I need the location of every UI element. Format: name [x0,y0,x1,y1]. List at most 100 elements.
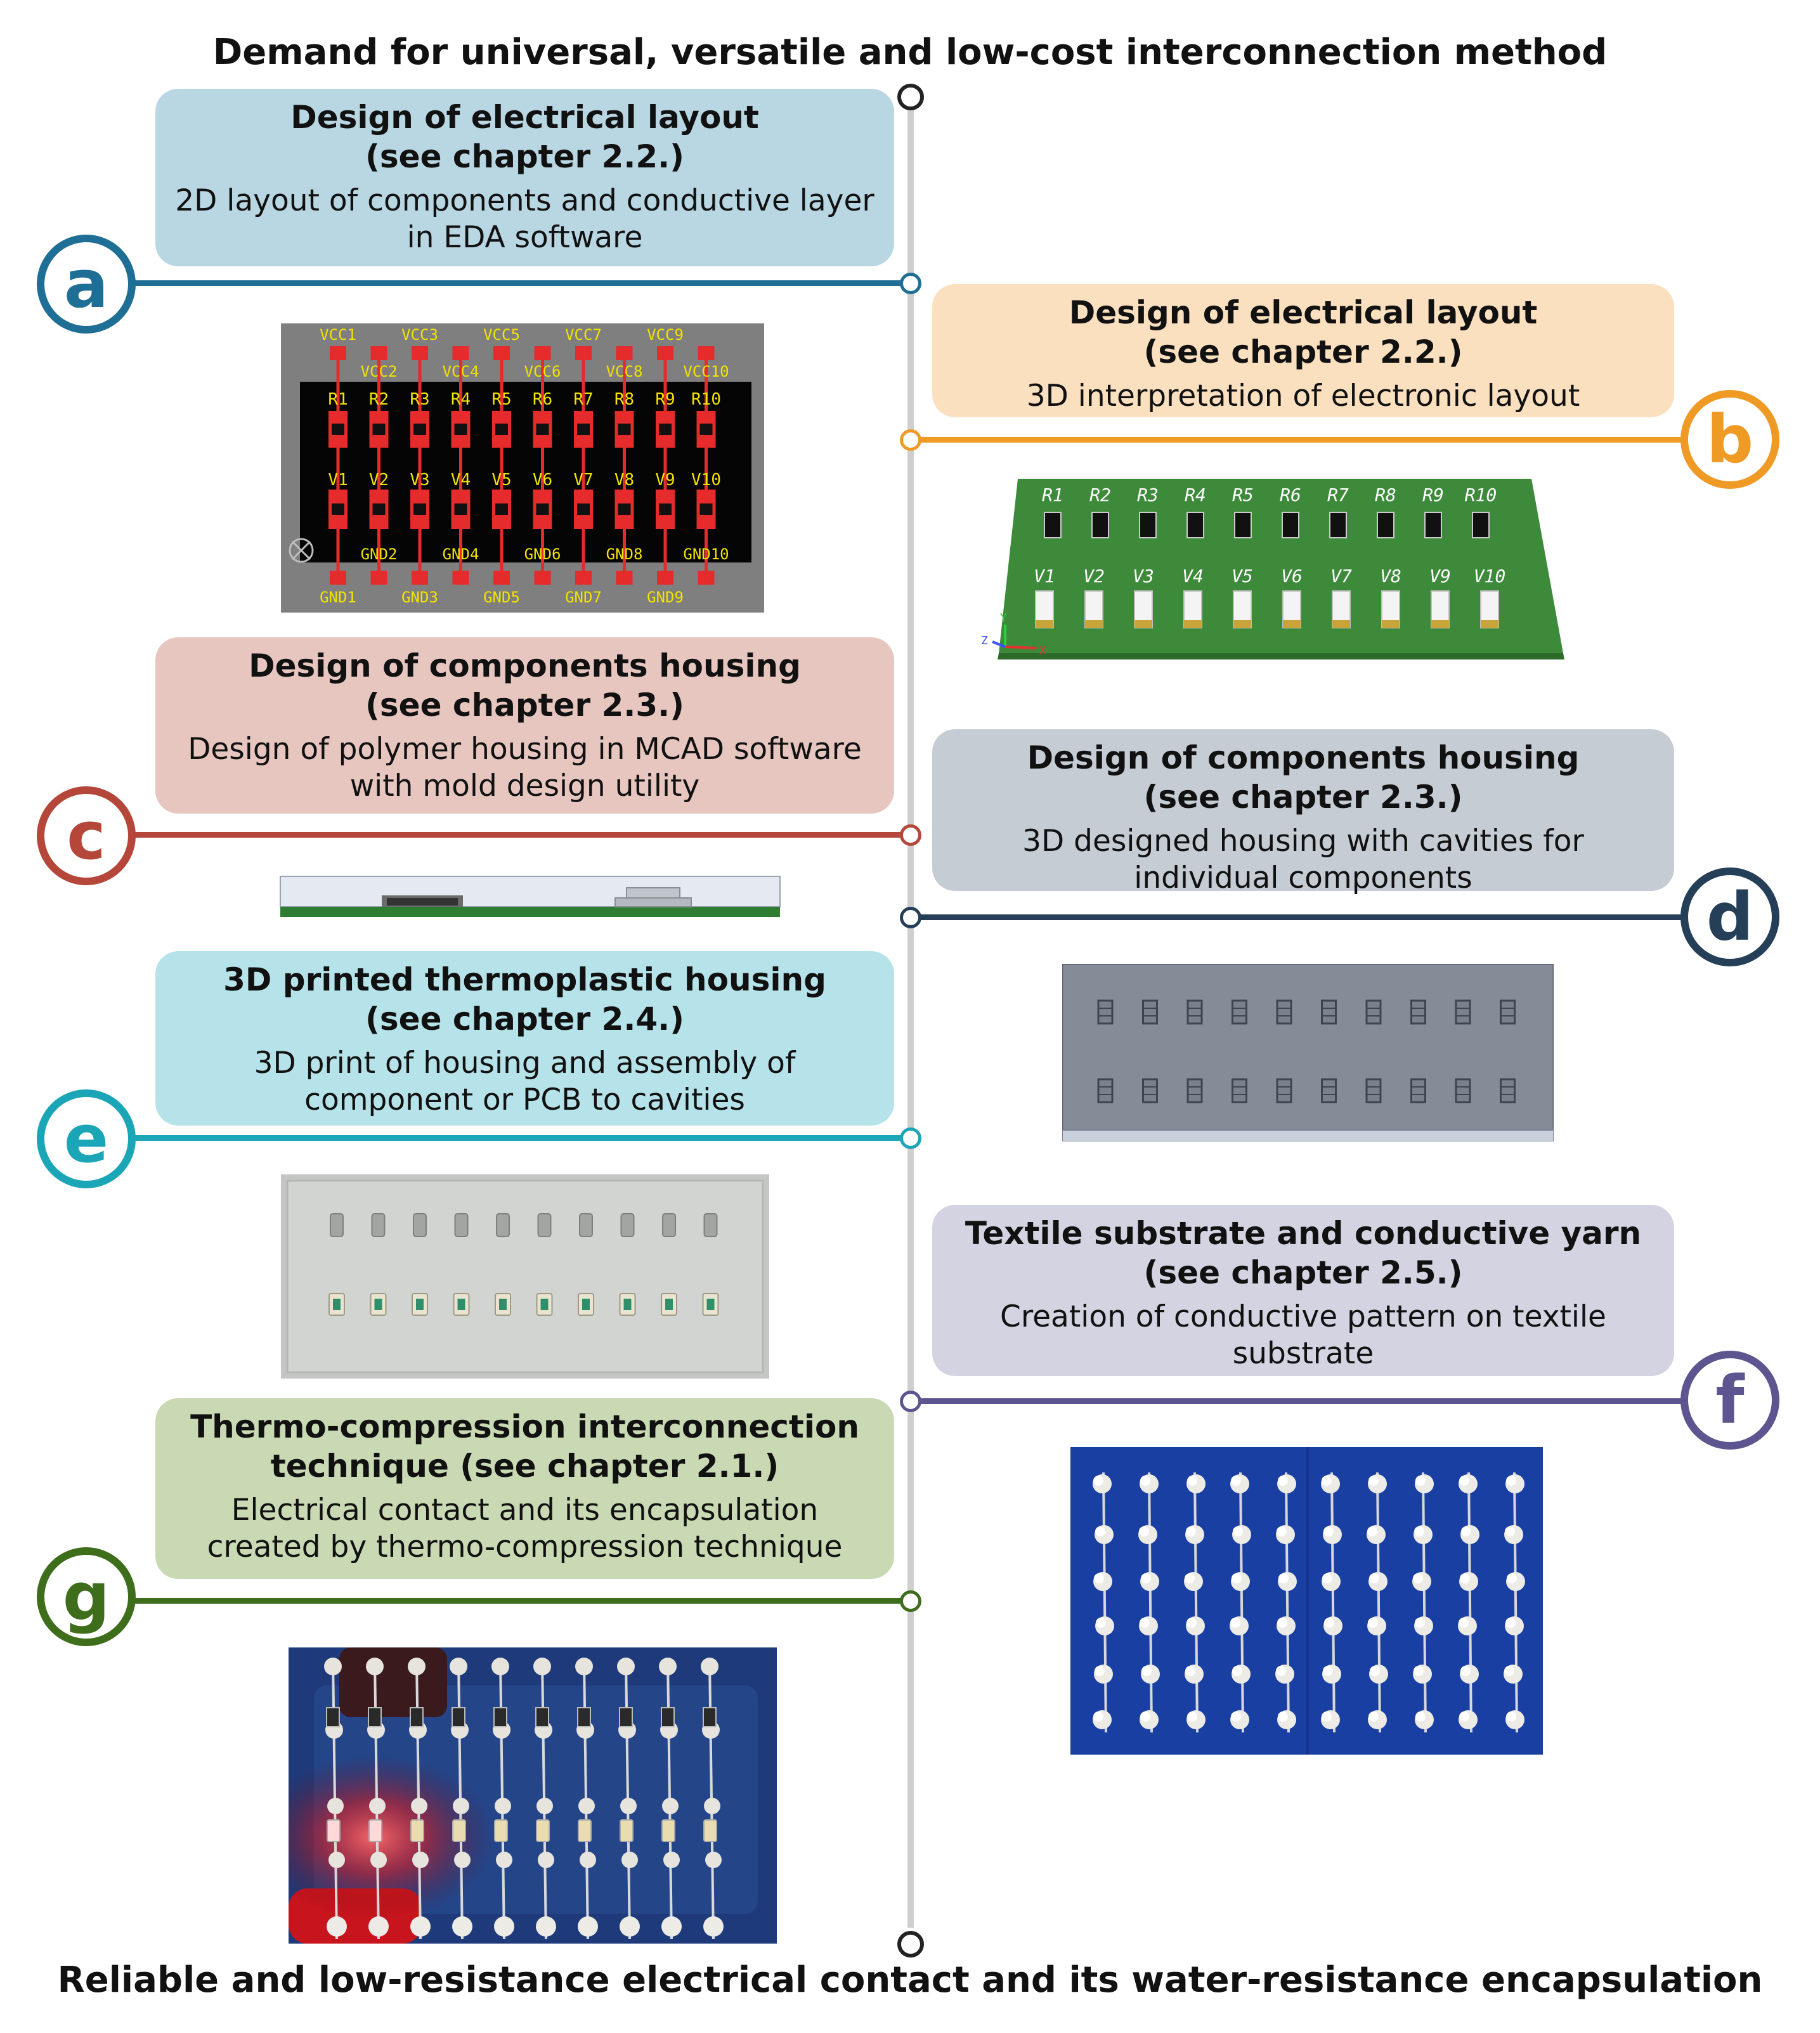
printed-led-die [582,1299,590,1310]
yarn-stitch-knot [1415,1711,1426,1722]
printed-led-die [499,1299,507,1310]
yarn-stitch-knot [1187,1476,1197,1486]
step-a-timeline-dot [900,273,921,294]
render-resistor-label: R6 [1280,484,1301,505]
layout-resistor-label: R4 [451,390,471,409]
layout-resistor-label: R3 [410,390,429,409]
render-resistor-label: R2 [1089,484,1111,505]
step-b-box: Design of electrical layout(see chapter … [932,284,1674,417]
step-f-description: Creation of conductive pattern on textil… [1000,1299,1606,1371]
assembly-knot [450,1658,467,1675]
assembly-resistor [410,1707,424,1727]
assembly-knot [369,1798,386,1814]
yarn-stitch-knot [1322,1476,1332,1486]
step-c-description: Design of polymer housing in MCAD softwa… [188,732,862,803]
housing-cavity [1455,999,1471,1025]
layout-gnd-label: GND7 [565,588,602,606]
render-led-pad [1184,620,1202,628]
yarn-stitch-knot [1459,1618,1469,1628]
yarn-stitch-knot [1277,1526,1287,1536]
assembly-led [452,1819,466,1842]
layout-pad-bottom [657,571,673,585]
layout-resistor-label: R6 [533,390,552,409]
render-led-pad [1233,620,1251,628]
yarn-stitch-knot [1093,1711,1103,1722]
assembly-led [578,1819,592,1842]
layout-led-label: V8 [614,471,634,490]
step-d-badge: d [1680,867,1779,966]
render-led-pad [1431,620,1449,628]
layout-resistor-label: R8 [614,390,634,409]
step-e-badge: e [37,1089,136,1188]
printed-cavity-component [496,1213,510,1237]
step-f-heading: Textile substrate and conductive yarn(se… [965,1215,1642,1291]
assembly-knot [536,1798,553,1814]
conductive-yarn [1422,1472,1427,1733]
yarn-stitch-knot [1367,1526,1377,1536]
assembly-led [327,1819,341,1842]
printed-cavity-component [537,1213,552,1237]
yarn-stitch-knot [1095,1526,1105,1536]
assembly-knot [659,1658,677,1675]
render-led-label: V10 [1474,566,1506,587]
layout-vcc-label: VCC7 [565,326,602,344]
yarn-stitch-knot [1140,1618,1150,1628]
assembly-knot [411,1798,427,1814]
printed-led-die [416,1299,424,1310]
layout-resistor-label: R10 [691,390,721,409]
yarn-stitch-knot [1094,1573,1104,1583]
layout-led-body [495,503,508,515]
conductive-yarn [1148,1472,1153,1733]
yarn-stitch-knot [1459,1711,1469,1722]
layout-led-label: V1 [328,471,348,490]
yarn-stitch-knot [1276,1666,1286,1676]
step-g-connector [133,1598,910,1604]
layout-resistor-body [659,424,672,435]
assembly-knot [661,1916,682,1937]
layout-pad-top [698,346,715,360]
assembly-knot [620,1798,637,1814]
yarn-stitch-knot [1461,1526,1471,1536]
render-resistor [1472,512,1490,538]
yarn-stitch-knot [1506,1711,1516,1722]
assembly-resistor [577,1707,591,1727]
housing-cavity [1410,999,1426,1025]
yarn-stitch-knot [1095,1666,1105,1676]
render-led-label: V3 [1133,566,1154,587]
housing-cross-section-image [279,875,781,918]
assembly-knot [705,1852,722,1868]
render-resistor [1329,512,1347,538]
layout-resistor-body [372,424,386,435]
printed-led-die [333,1299,341,1310]
layout-resistor-body [454,424,467,435]
timeline [907,101,914,1928]
step-a-description: 2D layout of components and conductive l… [175,183,874,255]
step-g-timeline-dot [900,1590,921,1612]
printed-cavity-component [371,1213,386,1237]
printed-cavity-component [620,1213,635,1237]
step-f-box: Textile substrate and conductive yarn(se… [932,1205,1674,1376]
yarn-stitch-knot [1368,1618,1378,1628]
step-c-timeline-dot [900,824,921,846]
yarn-stitch-knot [1504,1666,1514,1676]
assembly-resistor [661,1707,675,1727]
yarn-stitch-knot [1507,1573,1517,1583]
housing-cavity [1321,1078,1337,1103]
step-g-description: Electrical contact and its encapsulation… [207,1493,843,1564]
yarn-stitch-knot [1233,1526,1243,1536]
assembly-resistor [619,1707,633,1727]
bottom-title: Reliable and low-resistance electrical c… [57,1959,1763,2001]
assembly-knot [410,1916,431,1937]
yarn-stitch-knot [1139,1526,1149,1536]
assembly-knot [703,1916,724,1937]
conductive-yarn [1285,1472,1290,1733]
yarn-stitch-knot [1415,1476,1426,1486]
pcb-2d-layout-image: R1V1R2V2R3V3R4V4R5V5R6V6R7V7R8V8R9V9R10V… [281,323,764,613]
yarn-stitch-knot [1278,1573,1289,1583]
render-resistor-label: R9 [1422,484,1444,505]
assembly-led [536,1819,550,1842]
layout-pad-top [330,346,346,360]
layout-pad-bottom [575,571,592,585]
yarn-stitch-knot [1415,1618,1425,1628]
render-resistor-label: R1 [1042,484,1063,505]
